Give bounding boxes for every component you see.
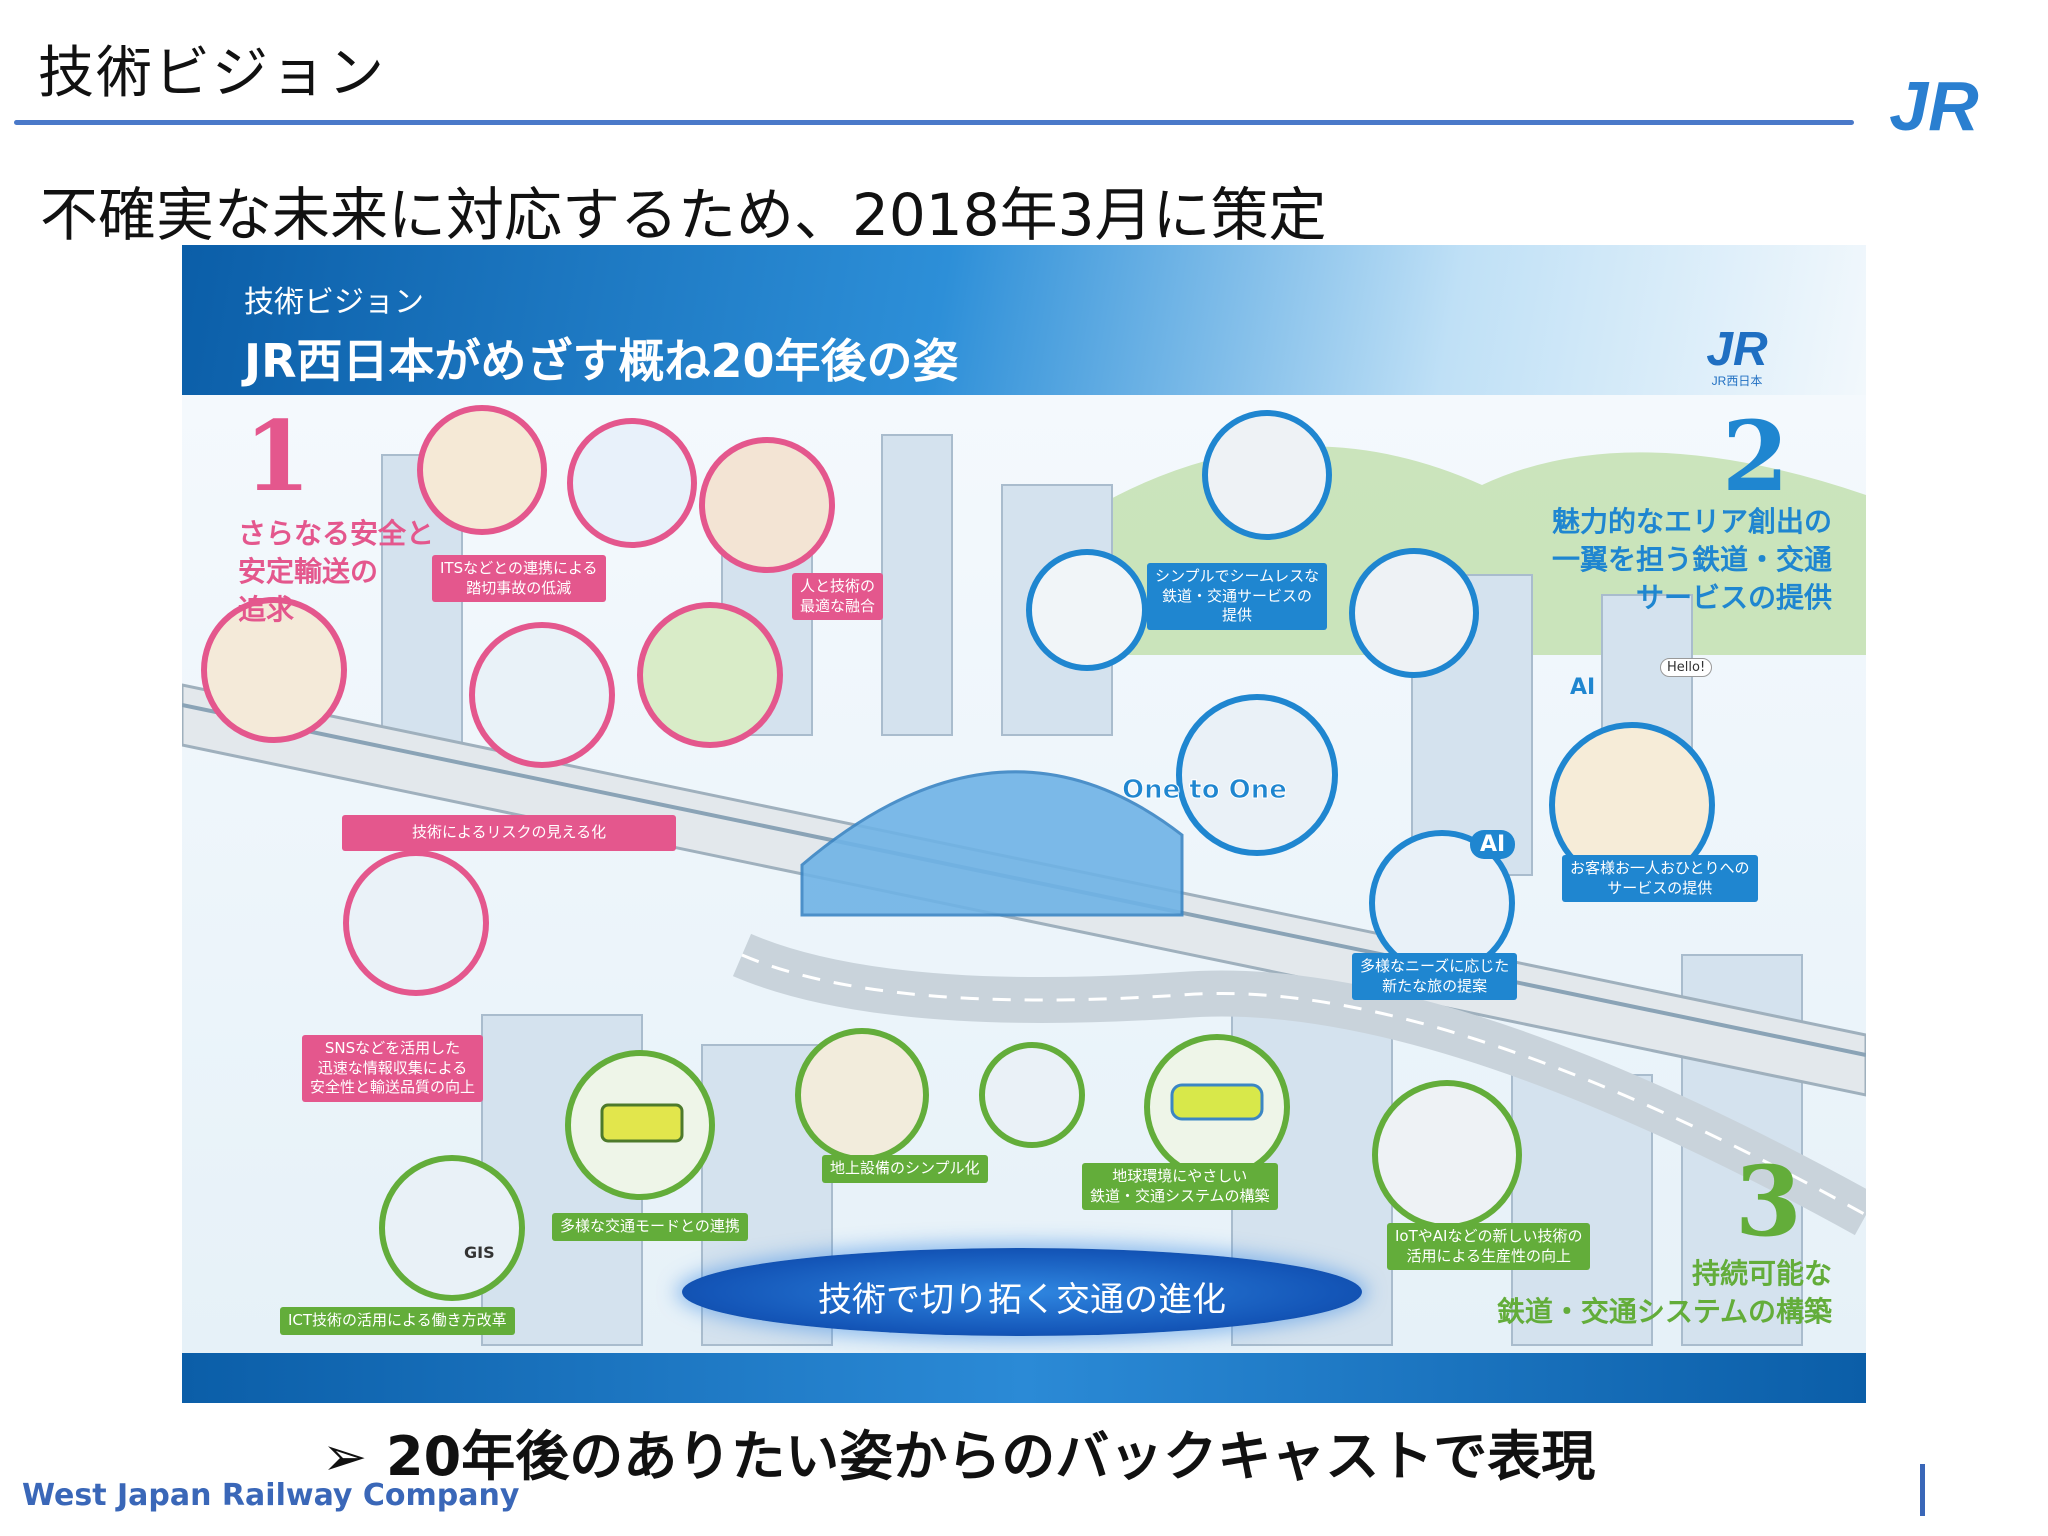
label-sns-line-2: 迅速な情報収集による [317, 1058, 468, 1077]
label-transport-modes-line-1: 多様な交通モードとの連携 [560, 1217, 740, 1235]
label-risk-line-1: 技術によるリスクの見える化 [412, 823, 607, 841]
label-ground-line-1: 地上設備のシンプル化 [830, 1159, 980, 1177]
poster-footer-band [182, 1353, 1866, 1403]
poster-banner-small: 技術ビジョン [244, 285, 424, 320]
jr-logo-text: JR [1889, 70, 1979, 142]
poster-banner: 技術ビジョン JR西日本がめざす概ね20年後の姿 JR JR西日本 [182, 245, 1866, 395]
label-seamless-line-3: 提供 [1222, 606, 1253, 624]
one-to-one-badge: One to One [1122, 775, 1288, 806]
vision-poster: 技術ビジョン JR西日本がめざす概ね20年後の姿 JR JR西日本 [182, 245, 1866, 1403]
label-human-tech: 人と技術の 最適な融合 [792, 573, 884, 620]
poster-banner-main: JR西日本がめざす概ね20年後の姿 [244, 334, 959, 388]
jr-logo: JR [1889, 70, 1979, 142]
label-diverse-needs: 多様なニーズに応じた 新たな旅の提案 [1352, 953, 1518, 1000]
label-iot: IoTやAIなどの新しい技術の 活用による生産性の向上 [1387, 1223, 1591, 1270]
title-underline [14, 120, 1854, 125]
poster-jr-logo-text: JR [1706, 323, 1768, 376]
capsule-text: 技術で切り拓く交通の進化 [818, 1280, 1226, 1320]
label-transport-modes: 多様な交通モードとの連携 [552, 1213, 748, 1241]
label-eco-line-1: 地球環境にやさしい [1112, 1167, 1248, 1185]
pillar-3-line-2: 鉄道・交通システムの構築 [1496, 1294, 1832, 1328]
label-eco-line-2: 鉄道・交通システムの構築 [1090, 1186, 1270, 1205]
poster-jr-logo-caption: JR西日本 [1712, 374, 1763, 388]
ai-badge-2: AI [1470, 830, 1516, 859]
label-its-line-2: 踏切事故の低減 [466, 578, 572, 597]
pillar-3-line-1: 持続可能な [1691, 1257, 1832, 1290]
label-eco: 地球環境にやさしい 鉄道・交通システムの構築 [1082, 1163, 1278, 1210]
label-seamless-line-1: シンプルでシームレスな [1155, 567, 1320, 585]
label-seamless-line-2: 鉄道・交通サービスの [1162, 586, 1313, 605]
label-its-line-1: ITSなどとの連携による [440, 559, 598, 577]
pillar-1-line-1: さらなる安全と [238, 517, 435, 550]
pillar-1-number: 1 [244, 400, 311, 513]
pillar-2-text: 魅力的なエリア創出の 一翼を担う鉄道・交通 サービスの提供 [1502, 503, 1832, 616]
gis-badge: GIS [464, 1243, 495, 1262]
poster-jr-logo: JR JR西日本 [1706, 323, 1768, 388]
label-one-to-one-line-2: サービスの提供 [1607, 878, 1713, 897]
pillar-2-line-2: 一翼を担う鉄道・交通 [1551, 542, 1832, 576]
subtitle: 不確実な未来に対応するため、2018年3月に策定 [40, 181, 1327, 249]
label-sns-line-1: SNSなどを活用した [324, 1039, 461, 1057]
label-ict-line-1: ICT技術の活用による働き方改革 [288, 1311, 507, 1329]
footer-divider [1920, 1464, 1925, 1516]
label-ict: ICT技術の活用による働き方改革 [280, 1307, 515, 1335]
pillar-1-line-3: 追求 [238, 592, 295, 626]
pillar-2-line-3: サービスの提供 [1635, 580, 1832, 614]
label-ground: 地上設備のシンプル化 [822, 1155, 988, 1183]
pillar-1-text: さらなる安全と 安定輸送の 追求 [238, 515, 434, 628]
label-its: ITSなどとの連携による 踏切事故の低減 [432, 555, 606, 602]
label-seamless: シンプルでシームレスな 鉄道・交通サービスの 提供 [1147, 563, 1328, 630]
bullet-point: ➢ 20年後のありたい姿からのバックキャストで表現 [322, 1425, 1596, 1488]
label-sns-line-3: 安全性と輸送品質の向上 [310, 1078, 476, 1096]
tech-evolution-capsule: 技術で切り拓く交通の進化 [682, 1248, 1362, 1336]
pillar-3-text: 持続可能な 鉄道・交通システムの構築 [1472, 1255, 1832, 1331]
label-sns: SNSなどを活用した 迅速な情報収集による 安全性と輸送品質の向上 [302, 1035, 484, 1102]
pillar-2-line-1: 魅力的なエリア創出の [1551, 505, 1832, 538]
label-diverse-needs-line-2: 新たな旅の提案 [1382, 976, 1488, 995]
label-one-to-one-line-1: お客様お一人おひとりへの [1570, 859, 1750, 877]
ai-badge-1: AI [1570, 675, 1596, 700]
label-iot-line-1: IoTやAIなどの新しい技術の [1395, 1227, 1583, 1245]
company-name: West Japan Railway Company [22, 1478, 520, 1513]
label-human-tech-line-2: 最適な融合 [800, 596, 876, 615]
label-human-tech-line-1: 人と技術の [800, 577, 876, 595]
label-diverse-needs-line-1: 多様なニーズに応じた [1360, 957, 1510, 975]
label-risk: 技術によるリスクの見える化 [342, 815, 677, 851]
pillar-2-number: 2 [1722, 400, 1789, 513]
slide-title: 技術ビジョン [38, 41, 386, 106]
pillar-3-number: 3 [1735, 1145, 1802, 1258]
hello-bubble: Hello! [1660, 658, 1713, 677]
label-one-to-one: お客様お一人おひとりへの サービスの提供 [1562, 855, 1758, 902]
label-iot-line-2: 活用による生産性の向上 [1406, 1246, 1571, 1265]
pillar-1-line-2: 安定輸送の [238, 554, 379, 588]
